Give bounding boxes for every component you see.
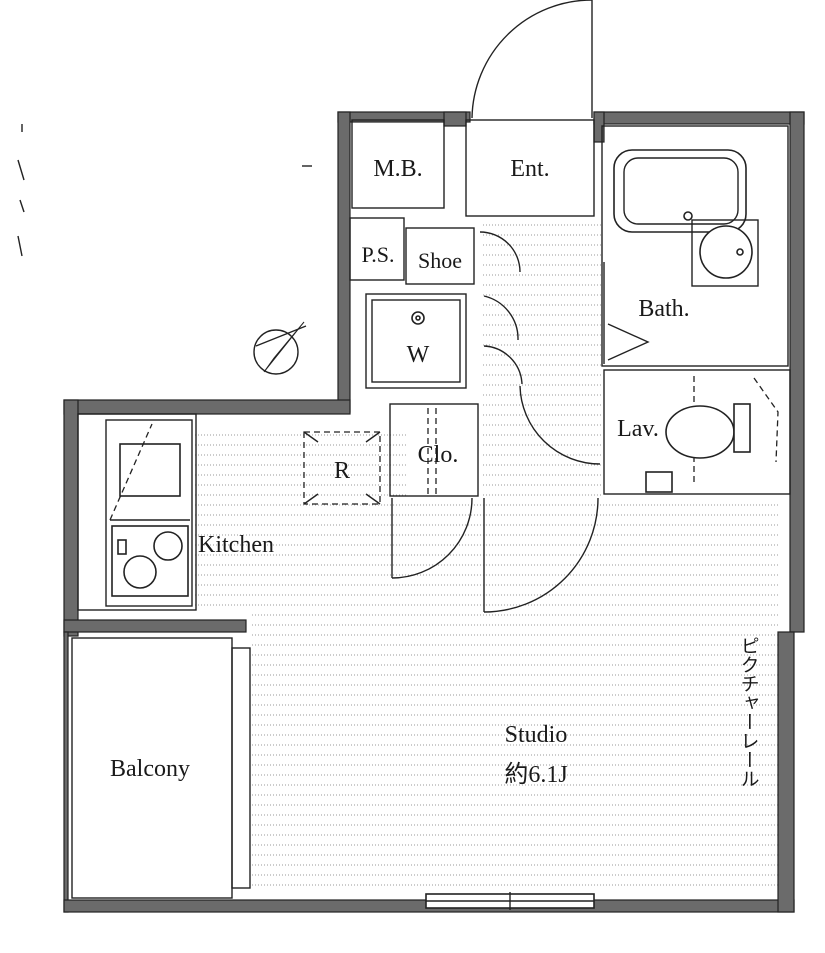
room-outlines xyxy=(71,119,791,899)
label-shoe: Shoe xyxy=(418,248,462,273)
bathtub xyxy=(613,149,747,233)
label-studio: Studio xyxy=(505,722,568,748)
label-r: R xyxy=(334,458,350,484)
margin-marks xyxy=(17,124,312,257)
interior-doors xyxy=(391,231,650,613)
studio-window xyxy=(425,892,595,910)
kitchen-sink xyxy=(119,443,181,497)
north-arrow-icon xyxy=(253,321,307,375)
room-labels: M.B. Ent. P.S. Shoe W Bath. Lav. R Clo. … xyxy=(110,156,758,788)
fixtures xyxy=(109,149,779,597)
hall-floor xyxy=(482,218,602,498)
label-mb: M.B. xyxy=(373,156,422,182)
label-ent: Ent. xyxy=(510,156,549,182)
label-picture-rail: ピクチャーレール xyxy=(738,636,759,788)
label-bath: Bath. xyxy=(638,296,689,322)
label-kitchen: Kitchen xyxy=(198,532,274,558)
label-ps: P.S. xyxy=(361,242,394,267)
walls xyxy=(63,111,805,913)
entrance-door xyxy=(471,0,593,119)
kitchen-floor xyxy=(194,428,406,608)
label-balcony: Balcony xyxy=(110,756,190,782)
label-clo: Clo. xyxy=(418,442,459,468)
floor-areas xyxy=(194,218,778,894)
label-w: W xyxy=(407,342,430,368)
label-lav: Lav. xyxy=(617,416,659,442)
label-studio-area: 約6.1J xyxy=(504,761,567,788)
